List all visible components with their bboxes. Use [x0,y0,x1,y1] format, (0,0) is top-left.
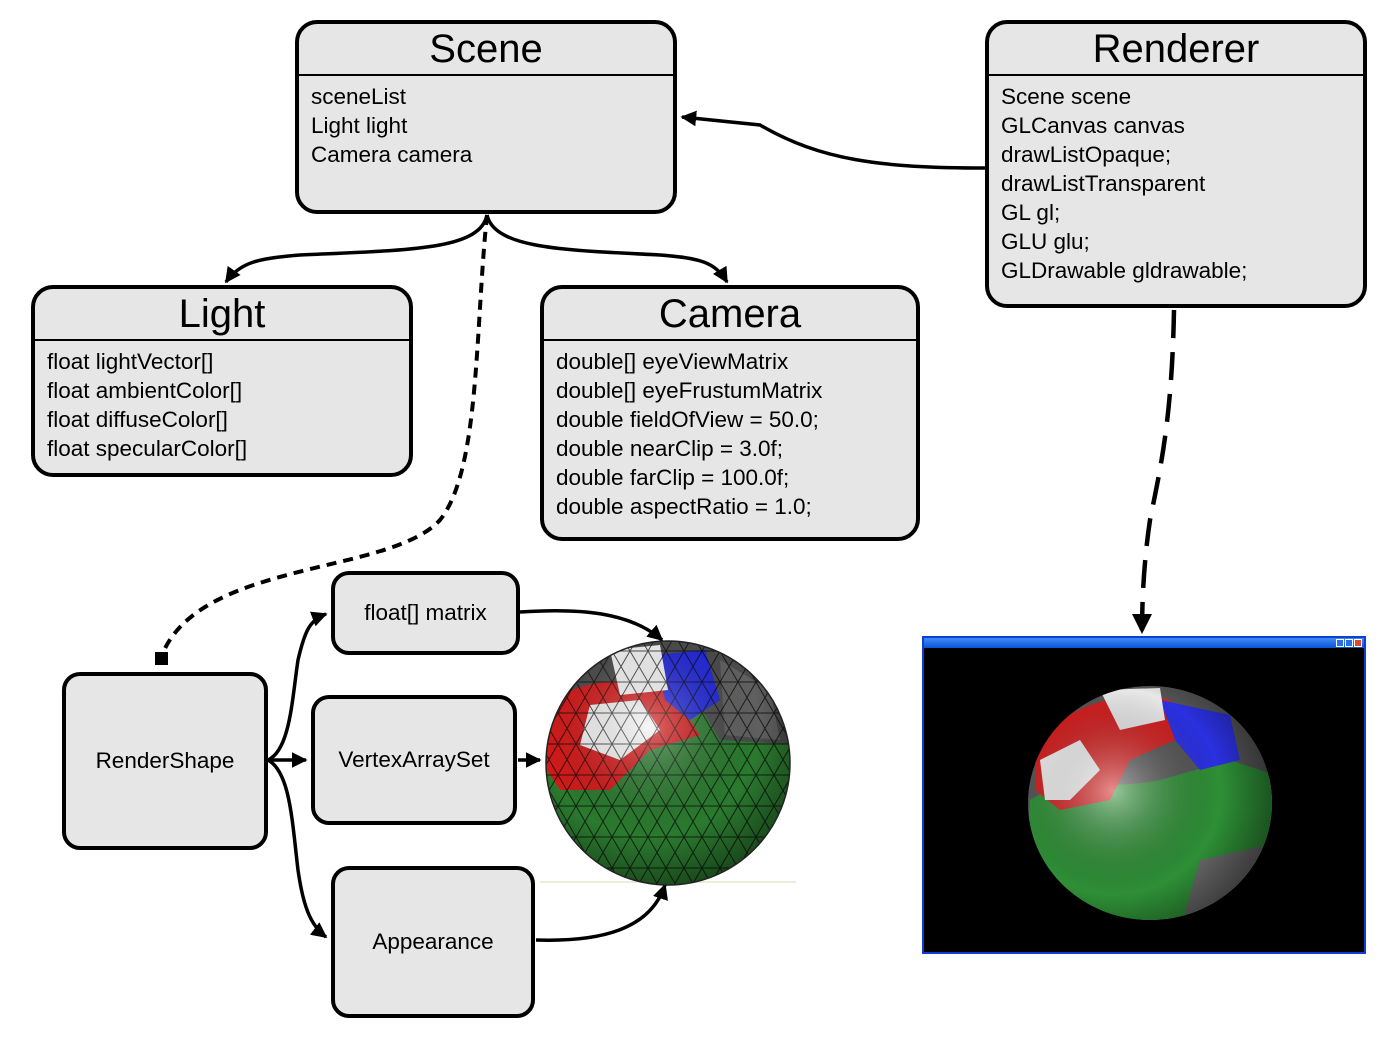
renderer-box[interactable]: Renderer Scene scene GLCanvas canvas dra… [985,20,1367,308]
matrix-label: float[] matrix [364,600,487,625]
renderer-field: Scene scene [1001,84,1132,109]
scene-title: Scene [299,24,673,76]
scene-to-camera-arrow [485,214,729,284]
renderer-field: GL gl; [1001,200,1061,225]
minimize-icon[interactable] [1336,639,1344,647]
scene-box[interactable]: Scene sceneList Light light Camera camer… [295,20,677,214]
vertexarrayset-label: VertexArraySet [338,747,490,772]
rendershape-box[interactable]: RenderShape [62,672,268,850]
rendered-sphere [1028,686,1272,920]
camera-field: double[] eyeViewMatrix [556,349,789,374]
matrix-to-sphere-arrow [519,608,664,642]
camera-box[interactable]: Camera double[] eyeViewMatrix double[] e… [540,285,920,541]
camera-field: double aspectRatio = 1.0; [556,494,812,519]
light-field: float specularColor[] [47,436,248,461]
light-box[interactable]: Light float lightVector[] float ambientC… [31,285,413,477]
camera-title: Camera [544,289,916,341]
scene-to-rendershape-dotted-link [160,214,489,656]
close-icon[interactable] [1354,639,1362,647]
scene-field: Light light [311,113,408,138]
renderer-field: drawListTransparent [1001,171,1206,196]
light-fields: float lightVector[] float ambientColor[]… [35,341,409,463]
scene-to-light-arrow [224,214,489,284]
renderer-field: GLU glu; [1001,229,1090,254]
scene-field: Camera camera [311,142,473,167]
camera-field: double fieldOfView = 50.0; [556,407,819,432]
light-title: Light [35,289,409,341]
vertexarrayset-box[interactable]: VertexArraySet [311,695,517,825]
renderer-field: GLDrawable gldrawable; [1001,258,1248,283]
renderer-field: drawListOpaque; [1001,142,1172,167]
light-field: float lightVector[] [47,349,214,374]
renderer-to-scene-arrow [680,110,986,170]
rendershape-to-appearance-arrow [267,758,328,939]
camera-field: double farClip = 100.0f; [556,465,790,490]
renderer-title: Renderer [989,24,1363,76]
rendershape-to-matrix-arrow [267,611,328,762]
renderer-field: GLCanvas canvas [1001,113,1185,138]
appearance-label: Appearance [372,929,494,954]
window-title-bar[interactable] [924,638,1364,648]
wireframe-sphere [546,641,790,885]
rendershape-link-end [155,652,168,665]
light-field: float ambientColor[] [47,378,243,403]
camera-field: double[] eyeFrustumMatrix [556,378,823,403]
wireframe-sphere-outline [545,640,791,886]
appearance-box[interactable]: Appearance [331,866,535,1018]
rendershape-label: RenderShape [95,748,235,773]
appearance-to-sphere-arrow [535,883,668,942]
renderer-to-window-dashed-link [1131,309,1177,635]
renderer-fields: Scene scene GLCanvas canvas drawListOpaq… [989,76,1363,285]
camera-field: double nearClip = 3.0f; [556,436,784,461]
scene-fields: sceneList Light light Camera camera [299,76,673,169]
matrix-box[interactable]: float[] matrix [331,571,520,655]
camera-fields: double[] eyeViewMatrix double[] eyeFrust… [544,341,916,521]
scene-field: sceneList [311,84,407,109]
window-controls [1336,639,1362,647]
light-field: float diffuseColor[] [47,407,228,432]
maximize-icon[interactable] [1345,639,1353,647]
